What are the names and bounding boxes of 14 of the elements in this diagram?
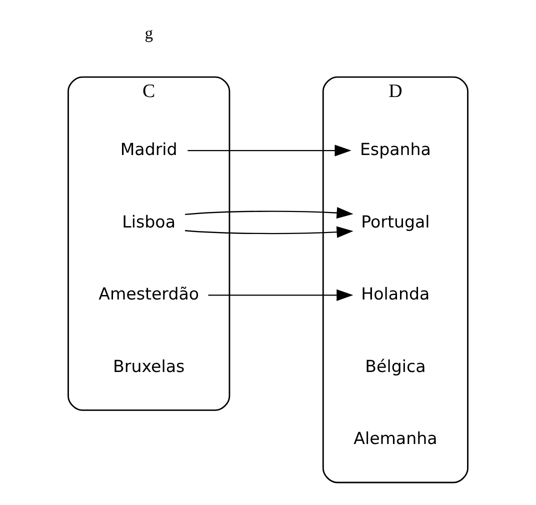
node-text: Bruxelas [113,356,185,376]
arrow [188,144,352,156]
node-text: Bélgica [365,356,426,376]
node-text: Portugal [361,212,430,232]
node-text: Madrid [120,140,178,159]
arrow [184,226,354,238]
node-text: Espanha [360,140,431,159]
arrow [208,289,354,301]
node-text: Lisboa [122,212,176,232]
label: g [144,24,153,43]
node-text: Holanda [361,284,430,304]
node-text: Alemanha [354,429,438,448]
node-text: Amesterdão [98,284,200,304]
arrow [184,207,354,219]
